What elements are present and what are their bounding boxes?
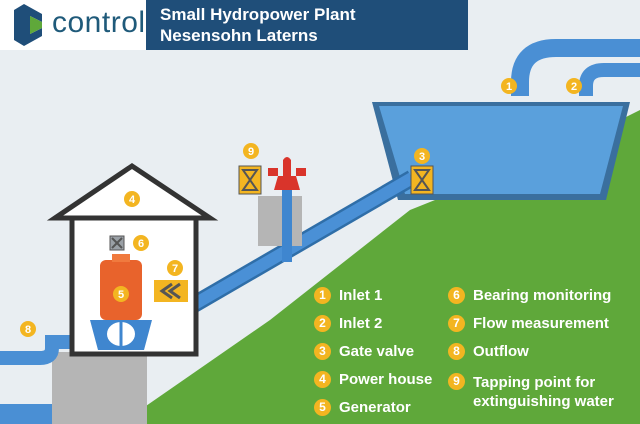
legend-label: Bearing monitoring xyxy=(473,287,612,304)
legend-label: Inlet 1 xyxy=(339,287,383,304)
legend-badge: 3 xyxy=(314,343,331,360)
legend-item: 4 Power house xyxy=(314,371,432,388)
logo-text: control xyxy=(52,6,146,39)
legend-label: Outflow xyxy=(473,343,529,360)
hydrant-top xyxy=(283,157,291,176)
legend-badge: 5 xyxy=(314,399,331,416)
title-line-2: Nesensohn Laterns xyxy=(160,26,318,45)
legend-item: 2 Inlet 2 xyxy=(314,315,382,332)
legend-label: Gate valve xyxy=(339,343,415,360)
marker-flow: 7 xyxy=(167,260,183,276)
legend-item: 1 Inlet 1 xyxy=(314,287,382,304)
inlet-2-pipe xyxy=(579,63,640,96)
legend-label: Generator xyxy=(339,399,411,416)
marker-text: 7 xyxy=(172,263,178,275)
logo: control xyxy=(0,0,146,50)
marker-text: 8 xyxy=(25,324,31,336)
legend-label: Inlet 2 xyxy=(339,315,383,332)
marker-bearing: 6 xyxy=(133,235,149,251)
generator-cap xyxy=(112,254,130,262)
legend-badge: 7 xyxy=(448,315,465,332)
marker-text: 5 xyxy=(118,289,124,301)
reservoir-water xyxy=(379,106,623,194)
marker-inlet-1: 1 xyxy=(501,78,517,94)
legend-item: 6 Bearing monitoring xyxy=(448,287,611,304)
outflow-pipe xyxy=(0,335,90,365)
legend-label: Tapping point for extinguishing water xyxy=(473,374,614,410)
flow-chevron-icon xyxy=(159,282,181,300)
legend-badge: 6 xyxy=(448,287,465,304)
legend-badge: 8 xyxy=(448,343,465,360)
title-line-1: Small Hydropower Plant xyxy=(160,5,356,24)
hydrant-body xyxy=(274,176,300,190)
hydrant-right-port xyxy=(296,168,306,176)
inlet-1-pipe xyxy=(511,39,640,96)
legend-badge: 9 xyxy=(448,373,465,390)
marker-power-house: 4 xyxy=(124,191,140,207)
legend-badge: 2 xyxy=(314,315,331,332)
legend-label: Power house xyxy=(339,371,433,388)
tapping-valve-icon xyxy=(241,169,259,191)
title-banner: Small Hydropower Plant Nesensohn Laterns xyxy=(146,0,468,50)
marker-inlet-2: 2 xyxy=(566,78,582,94)
logo-mark-icon xyxy=(14,4,42,46)
marker-generator: 5 xyxy=(113,286,129,302)
hydrant-left-port xyxy=(268,168,278,176)
tapping-pedestal xyxy=(258,196,302,246)
legend-item: 9 Tapping point for extinguishing water xyxy=(448,373,633,411)
marker-text: 9 xyxy=(248,146,254,158)
legend-item: 3 Gate valve xyxy=(314,343,414,360)
marker-text: 1 xyxy=(506,81,512,93)
marker-tapping: 9 xyxy=(243,143,259,159)
marker-text: 4 xyxy=(129,194,136,206)
marker-text: 6 xyxy=(138,238,144,250)
legend-item: 8 Outflow xyxy=(448,343,529,360)
legend-badge: 4 xyxy=(314,371,331,388)
marker-outflow: 8 xyxy=(20,321,36,337)
legend-item: 7 Flow measurement xyxy=(448,315,609,332)
tapping-riser xyxy=(282,182,292,262)
powerhouse-foundation xyxy=(52,352,147,424)
legend-label: Flow measurement xyxy=(473,315,609,332)
marker-text: 2 xyxy=(571,81,577,93)
bearing-sensor-x2 xyxy=(111,237,123,249)
legend-badge: 1 xyxy=(314,287,331,304)
outflow-water xyxy=(0,404,52,424)
marker-text: 3 xyxy=(419,151,425,163)
legend-item: 5 Generator xyxy=(314,399,411,416)
marker-gate-valve: 3 xyxy=(414,148,430,164)
gate-valve-icon xyxy=(413,169,431,191)
